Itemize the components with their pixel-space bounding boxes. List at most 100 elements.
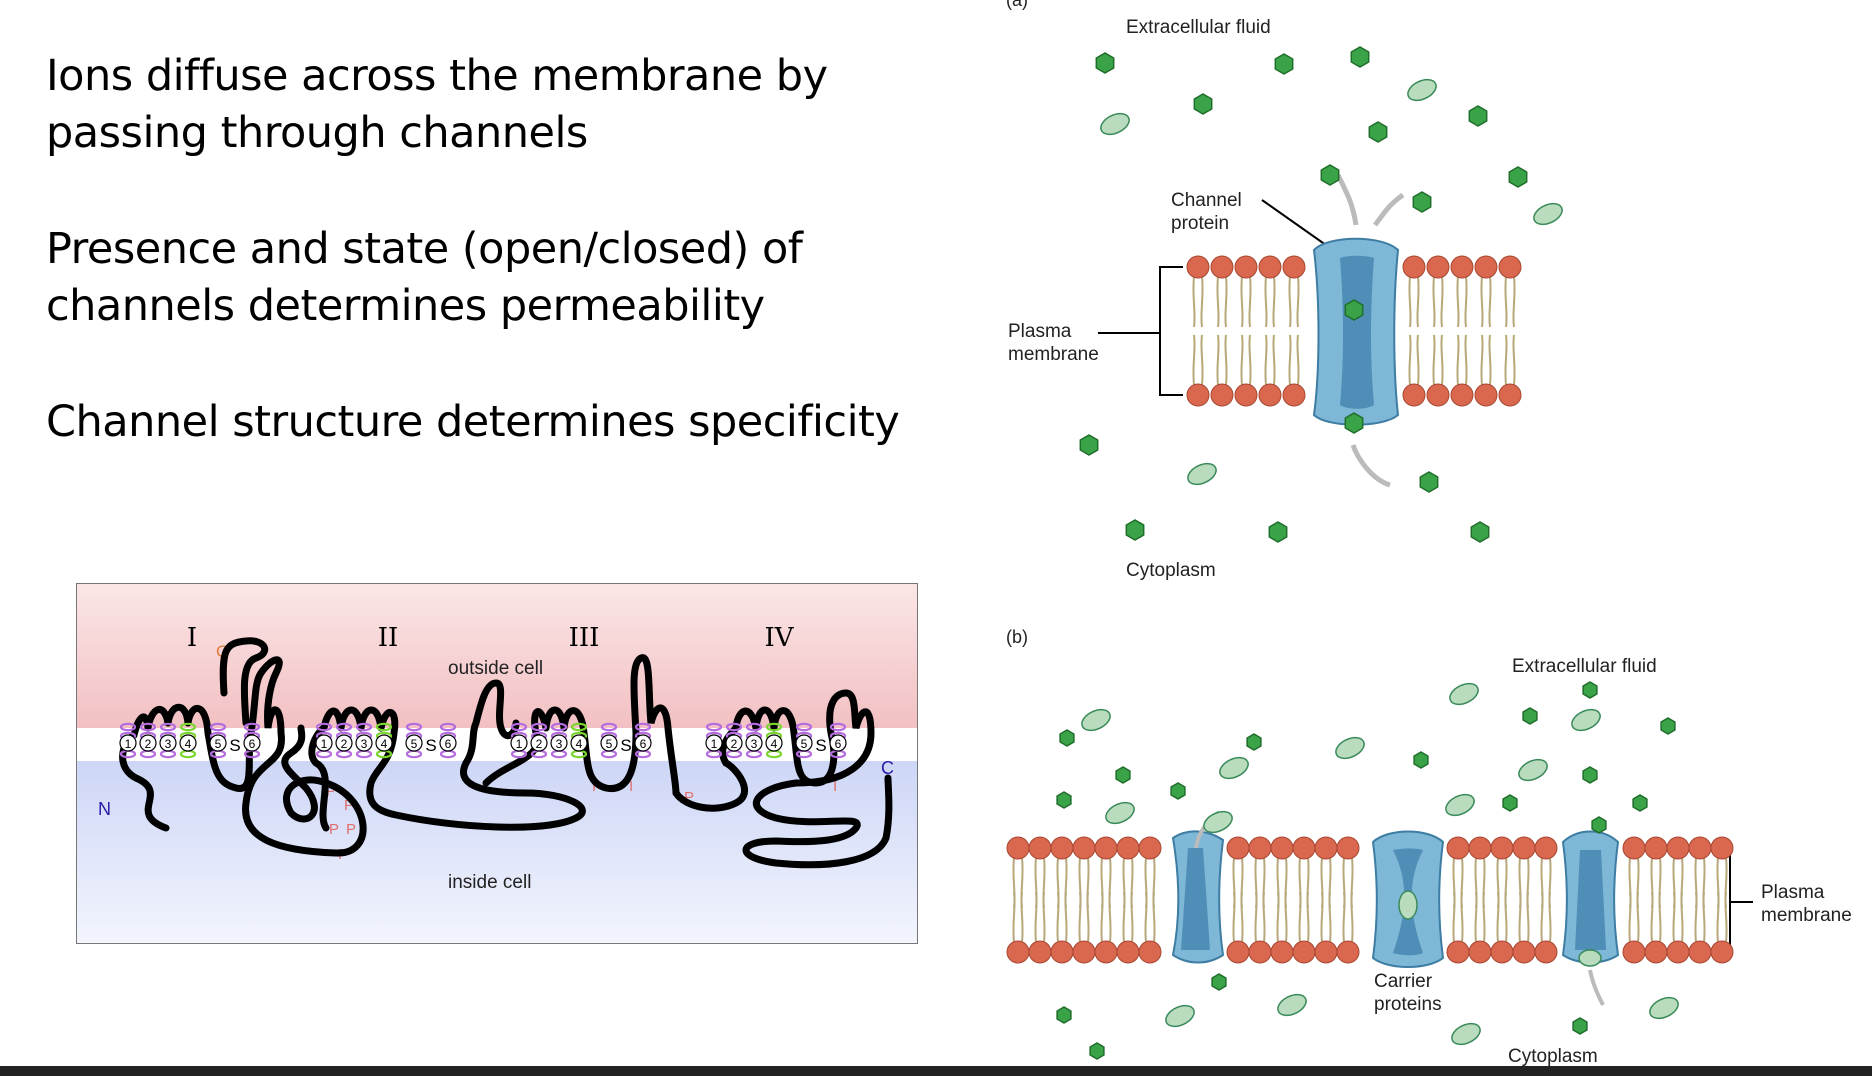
segment-number: 1 [516, 737, 523, 751]
lipid-head [1490, 836, 1514, 860]
lipid-head [1094, 940, 1118, 964]
ion-molecule [1125, 519, 1145, 541]
helix-coil [335, 722, 353, 732]
channel-protein-label-1: Channel [1171, 190, 1242, 211]
lipid-tail [1408, 276, 1420, 328]
ion-molecule [1246, 733, 1262, 751]
lipid-head [1474, 383, 1498, 407]
panel-a-label: (a) [1006, 0, 1028, 10]
bottom-bar [0, 1066, 1872, 1076]
segment-number: 1 [321, 737, 328, 751]
helix-coil [745, 722, 763, 732]
helix-coil [439, 722, 457, 732]
helix-coil [243, 722, 261, 732]
lipid-head [1138, 940, 1162, 964]
ion-molecule [1419, 471, 1439, 493]
lipid-tail [1518, 891, 1530, 943]
helix-coil [315, 722, 333, 732]
segment-number: 4 [771, 737, 778, 751]
lipid-tail [1540, 891, 1552, 943]
ion-molecule [1320, 164, 1340, 186]
sensor-label: S [815, 736, 826, 755]
inside-cell-label: inside cell [448, 872, 531, 893]
carrier-protein-figure: (b) Extracellular fluid Carrier proteins… [1006, 627, 1852, 1066]
ion-molecule [1056, 791, 1072, 809]
segment-circle [745, 734, 763, 752]
lipid-head [1270, 836, 1294, 860]
segment-number: 6 [249, 737, 256, 751]
lipid-tail [1240, 334, 1252, 386]
ion-molecule [1170, 782, 1186, 800]
segment-number: 2 [145, 737, 152, 751]
lipid-tail [1480, 276, 1492, 328]
helix-coil [209, 722, 227, 732]
extracellular-fluid-label-b: Extracellular fluid [1512, 656, 1657, 677]
phospho-label: P [326, 783, 336, 800]
lipid-head [1050, 836, 1074, 860]
lipid-tail [1452, 891, 1464, 943]
lipid-head [1258, 383, 1282, 407]
lipid-tail [1216, 276, 1228, 328]
segment-circle [829, 734, 847, 752]
lipid-head [1336, 836, 1360, 860]
lipid-tail [1504, 334, 1516, 386]
lipid-head [1512, 836, 1536, 860]
phospho-label: P [346, 821, 356, 838]
lipid-head [1688, 836, 1712, 860]
lipid-head [1426, 383, 1450, 407]
lipid-head [1138, 836, 1162, 860]
ion-molecule [1368, 121, 1388, 143]
ion-molecule [1660, 717, 1676, 735]
helix-coil [705, 722, 723, 732]
helix-coil [375, 722, 393, 732]
lipid-head [1282, 383, 1306, 407]
panel-b-label: (b) [1006, 627, 1028, 647]
plasma-membrane-label-a-2: membrane [1008, 344, 1099, 365]
domain-label-ii: II [378, 623, 399, 653]
lipid-head [1666, 940, 1690, 964]
segment-number: 3 [165, 737, 172, 751]
lipid-head [1292, 940, 1316, 964]
domain-iv [719, 689, 893, 869]
lipid-head [1450, 255, 1474, 279]
inactivation-label: I [833, 778, 837, 795]
lipid-head [1622, 940, 1646, 964]
segment-circle [179, 734, 197, 752]
lipid-head [1402, 383, 1426, 407]
phospho-label: P [344, 797, 354, 814]
ion-molecule [1470, 521, 1490, 543]
lipid-head [1050, 940, 1074, 964]
inactivation-label: I [629, 778, 633, 795]
lipid-head [1314, 836, 1338, 860]
ion-molecule [1059, 729, 1075, 747]
ion-molecule [1572, 1017, 1588, 1035]
ion-molecule [1508, 166, 1528, 188]
segment-number: 5 [801, 737, 808, 751]
lipid-tail [1628, 891, 1640, 943]
segment-number: 5 [411, 737, 418, 751]
lipid-head [1072, 940, 1096, 964]
lipid-head [1234, 383, 1258, 407]
lipid-tail [1144, 891, 1156, 943]
ion-molecule [1413, 751, 1429, 769]
lipid-tail [1078, 891, 1090, 943]
lipid-head [1474, 255, 1498, 279]
outside-cell-label: outside cell [448, 658, 543, 679]
segment-number: 2 [731, 737, 738, 751]
carrier-proteins-label-1: Carrier [1374, 971, 1433, 992]
lipid-head [1512, 940, 1536, 964]
solute-molecule [1203, 810, 1233, 834]
lipid-head [1446, 940, 1470, 964]
lipid-head [1688, 940, 1712, 964]
lipid-head [1490, 940, 1514, 964]
channel-protein-label-2: protein [1171, 213, 1229, 234]
ion-molecule [1582, 681, 1598, 699]
solute-molecule [1081, 708, 1111, 732]
helix-coil [179, 722, 197, 732]
solute-molecule [1219, 756, 1249, 780]
solute-molecule [1407, 78, 1437, 102]
lipid-head [1498, 255, 1522, 279]
phospho-label: P [684, 789, 694, 806]
lipid-head [1006, 940, 1030, 964]
segment-number: 5 [215, 737, 222, 751]
